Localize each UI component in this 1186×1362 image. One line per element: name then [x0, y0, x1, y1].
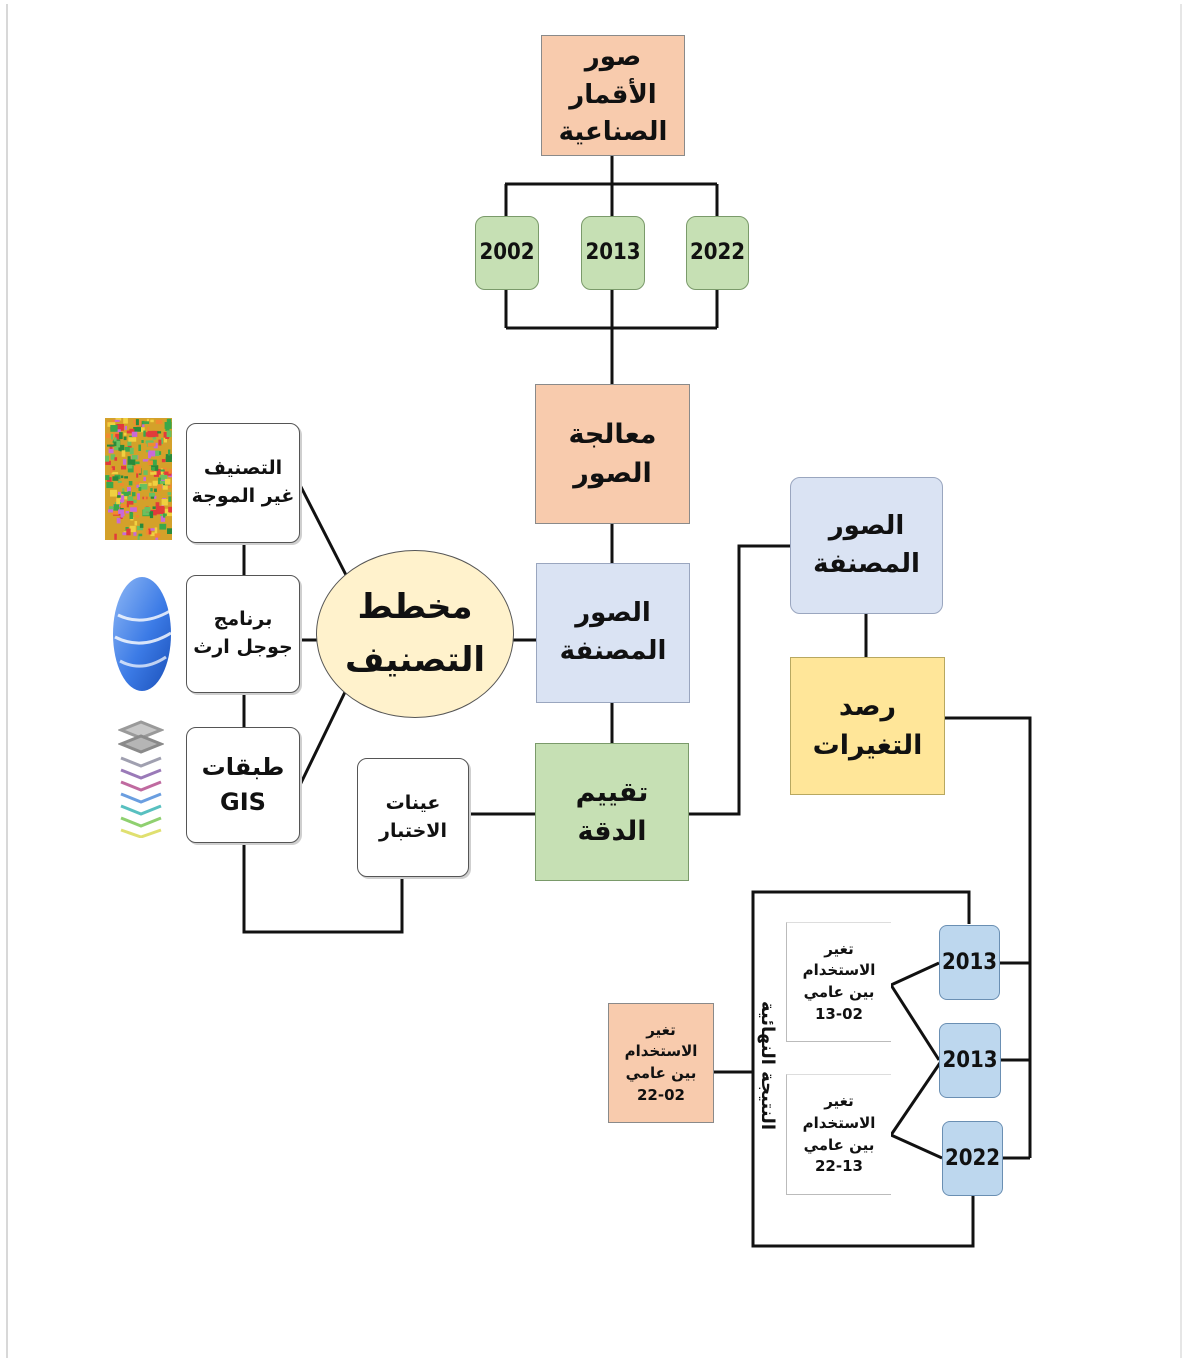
year-label: 2013: [942, 1047, 998, 1073]
year-2022-box: 2022: [686, 216, 749, 290]
change-13-22-label: تغير الاستخدام بين عامي 13-22: [802, 1092, 876, 1176]
year-2002-box: 2002: [475, 216, 539, 290]
unsupervised-classification-label: التصنيف غير الموجة: [191, 457, 295, 507]
change-year-2022-box: 2022: [942, 1121, 1003, 1196]
unsupervised-classification-box: التصنيف غير الموجة: [186, 423, 300, 543]
test-samples-box: عينات الاختبار: [357, 758, 469, 877]
classified-images-label: الصور المصنفة: [559, 598, 667, 666]
classified-images-center-box: الصور المصنفة: [536, 563, 690, 703]
gis-layers-label: طبقات GIS: [201, 753, 285, 816]
year-label: 2022: [944, 1145, 1001, 1171]
accuracy-assessment-label: تقييم الدقة: [575, 776, 649, 847]
change-02-22-box: تغير الاستخدام بين عامي 02-22: [608, 1003, 714, 1123]
change-02-13-box: تغير الاستخدام بين عامي 02-13: [786, 922, 891, 1042]
satellite-images-label: صور الأقمار الصناعية: [558, 41, 668, 148]
year-label: 2022: [689, 240, 746, 266]
final-result-label: النتيجة النهائية: [757, 1000, 779, 1130]
year-label: 2013: [585, 240, 641, 266]
change-02-13-label: تغير الاستخدام بين عامي 02-13: [802, 939, 876, 1023]
classified-map-thumbnail-icon: [105, 418, 172, 540]
change-monitoring-label: رصد التغيرات: [812, 690, 923, 761]
change-02-22-label: تغير الاستخدام بين عامي 02-22: [624, 1020, 698, 1104]
final-result-label-container: النتيجة النهائية: [746, 950, 790, 1180]
year-2013-box: 2013: [581, 216, 645, 290]
classification-scheme-ellipse: مخطط التصنيف: [316, 550, 514, 718]
change-13-22-box: تغير الاستخدام بين عامي 13-22: [786, 1074, 891, 1195]
change-monitoring-box: رصد التغيرات: [790, 657, 945, 795]
satellite-images-box: صور الأقمار الصناعية: [541, 35, 685, 156]
classification-scheme-label: مخطط التصنيف: [344, 587, 486, 680]
gis-layers-box: طبقات GIS: [186, 727, 300, 843]
google-earth-icon: [113, 577, 172, 691]
image-processing-label: معالجة الصور: [568, 418, 657, 489]
test-samples-label: عينات الاختبار: [379, 791, 447, 842]
accuracy-assessment-box: تقييم الدقة: [535, 743, 689, 881]
classified-images-label: الصور المصنفة: [813, 510, 920, 579]
year-label: 2013: [941, 949, 998, 975]
change-year-2013-a-box: 2013: [939, 925, 1000, 1000]
image-processing-box: معالجة الصور: [535, 384, 690, 524]
page-frame: [6, 4, 1182, 1358]
change-year-2013-b-box: 2013: [939, 1023, 1001, 1098]
google-earth-box: برنامج جوجل ارث: [186, 575, 300, 693]
google-earth-label: برنامج جوجل ارث: [193, 608, 293, 658]
classified-images-right-box: الصور المصنفة: [790, 477, 943, 614]
year-label: 2002: [479, 240, 535, 266]
gis-layers-icon: [118, 720, 164, 838]
